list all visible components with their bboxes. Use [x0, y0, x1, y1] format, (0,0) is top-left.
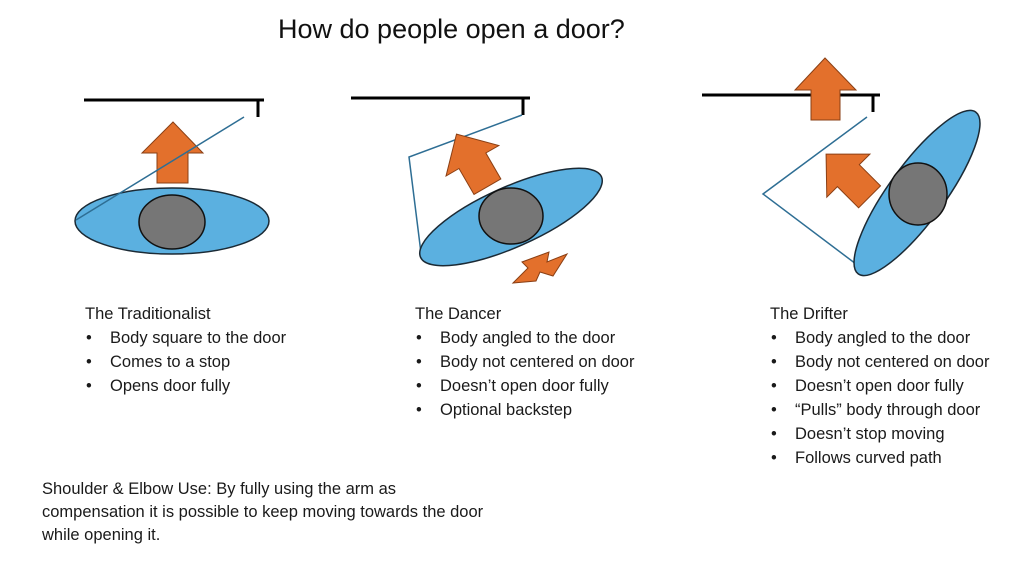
bullet-item: Follows curved path: [770, 446, 1024, 470]
door-swing-line: [75, 116, 245, 221]
head-circle: [888, 162, 948, 226]
traditionalist-figure: [74, 98, 270, 255]
dancer-figure: [351, 96, 604, 284]
bullet-item: Doesn’t open door fully: [415, 374, 635, 398]
bullet-list: Body angled to the door Body not centere…: [415, 326, 635, 422]
bullet-item: Body square to the door: [85, 326, 335, 350]
bullet-item: Opens door fully: [85, 374, 335, 398]
forward-arrow: [140, 121, 205, 184]
bullet-item: Doesn’t open door fully: [770, 374, 1024, 398]
head-circle: [478, 187, 544, 245]
bullet-item: Comes to a stop: [85, 350, 335, 374]
shoulder-elbow-note: Shoulder & Elbow Use: By fully using the…: [42, 480, 484, 544]
bullet-item: Body angled to the door: [415, 326, 635, 350]
through-door-arrow: [793, 57, 858, 121]
drifter-description: The Drifter Body angled to the door Body…: [770, 302, 1024, 470]
panel-heading: The Traditionalist: [85, 305, 211, 323]
bullet-item: Optional backstep: [415, 398, 635, 422]
door-swing-line: [761, 116, 868, 268]
bullet-list: Body square to the door Comes to a stop …: [85, 326, 335, 398]
page-title: How do people open a door?: [278, 14, 625, 44]
backstep-arrow: [511, 251, 569, 284]
door-swing-line: [408, 114, 523, 254]
drifter-figure: [702, 57, 981, 277]
bullet-item: Body not centered on door: [770, 350, 1024, 374]
panel-heading: The Dancer: [415, 305, 502, 323]
forward-arrow: [825, 153, 882, 209]
panel-heading: The Drifter: [770, 305, 848, 323]
bullet-item: Body angled to the door: [770, 326, 1024, 350]
bullet-item: “Pulls” body through door: [770, 398, 1024, 422]
bullet-list: Body angled to the door Body not centere…: [770, 326, 1024, 470]
bullet-item: Body not centered on door: [415, 350, 635, 374]
dancer-description: The Dancer Body angled to the door Body …: [415, 302, 635, 422]
head-circle: [138, 194, 206, 250]
traditionalist-description: The Traditionalist Body square to the do…: [85, 302, 335, 398]
forward-arrow: [445, 133, 502, 196]
bullet-item: Doesn’t stop moving: [770, 422, 1024, 446]
